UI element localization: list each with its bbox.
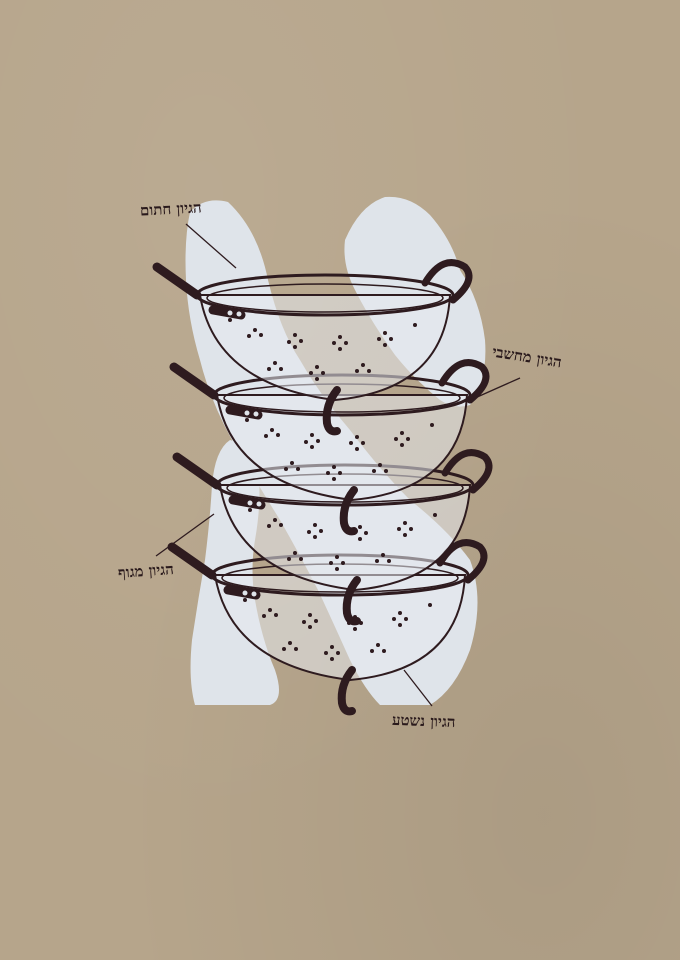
label-embodied-logic: הגיון מגוף xyxy=(117,560,175,582)
label-drained-logic: הגיון נשטע xyxy=(391,710,456,732)
label-sealed-logic: הגיון חתום xyxy=(139,198,203,220)
